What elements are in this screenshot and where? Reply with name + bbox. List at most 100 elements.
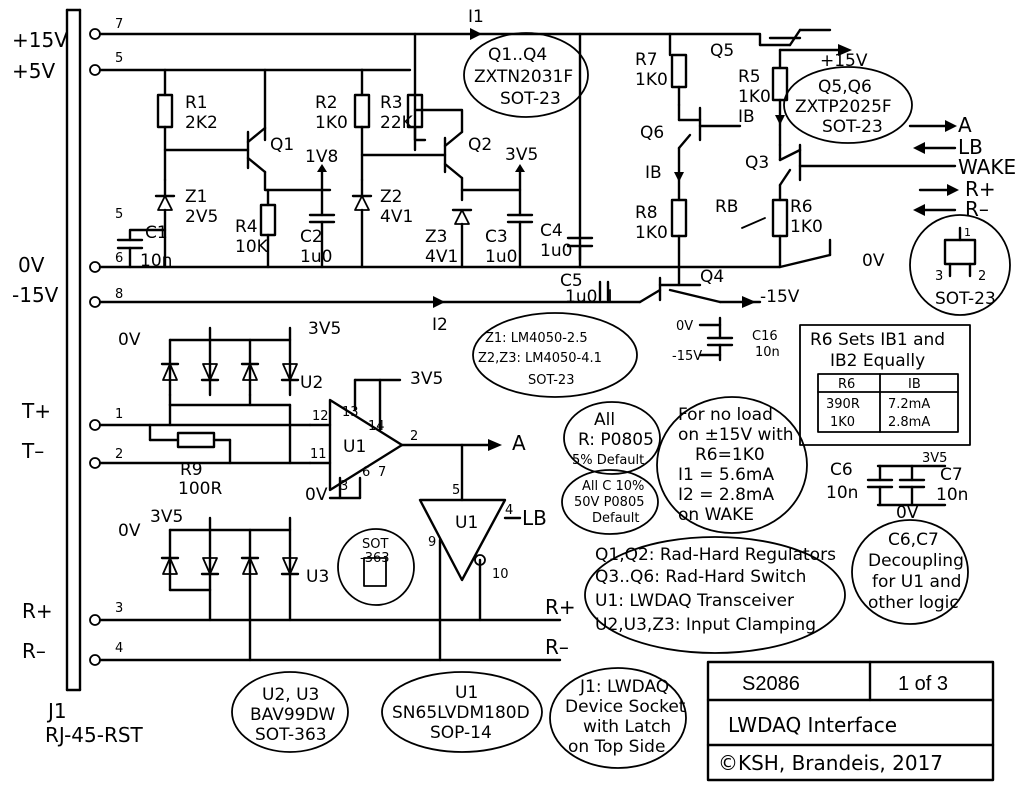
svg-text:I1: I1 bbox=[468, 7, 484, 27]
sot23-package: 1 3 2 SOT-23 bbox=[909, 214, 1011, 316]
capacitor-c4 bbox=[566, 236, 594, 269]
r3-ref: R3 bbox=[380, 93, 403, 113]
svg-text:on ±15V with: on ±15V with bbox=[678, 425, 794, 445]
capacitor-c1 bbox=[116, 228, 167, 269]
svg-text:2: 2 bbox=[410, 429, 418, 444]
q6-ref: Q6 bbox=[640, 123, 664, 143]
svg-text:with Latch: with Latch bbox=[583, 717, 671, 737]
q4-ref: Q4 bbox=[700, 267, 724, 287]
svg-text:SOT-23: SOT-23 bbox=[935, 289, 996, 309]
r2-ref: R2 bbox=[315, 93, 338, 113]
capacitor-c16 bbox=[698, 316, 734, 362]
u1-out-lb: LB bbox=[522, 506, 547, 530]
label-p5: +5V bbox=[12, 59, 55, 83]
u1-driver bbox=[418, 443, 522, 662]
title-sheet: 1 of 3 bbox=[898, 673, 948, 695]
pin-3: 3 bbox=[115, 601, 123, 616]
r8-ref: R8 bbox=[635, 203, 658, 223]
pin-4: 4 bbox=[115, 641, 123, 656]
svg-text:SOT-363: SOT-363 bbox=[255, 725, 327, 745]
r-lines bbox=[98, 618, 562, 662]
label-tm: T– bbox=[21, 439, 44, 463]
pin-8: 8 bbox=[115, 287, 123, 302]
c16-0v: 0V bbox=[676, 319, 693, 334]
transistor-q1 bbox=[163, 126, 332, 192]
label-rm: R– bbox=[22, 639, 46, 663]
label-rp: R+ bbox=[22, 599, 53, 623]
c4-ref: C4 bbox=[540, 221, 563, 241]
c7-value: 10n bbox=[936, 485, 968, 505]
label-out-p15: +15V bbox=[820, 51, 868, 71]
svg-text:on WAKE: on WAKE bbox=[678, 505, 754, 525]
z2-ref: Z2 bbox=[380, 187, 402, 207]
current-rb: RB bbox=[715, 197, 738, 217]
capacitor-c2 bbox=[308, 164, 336, 269]
svg-text:SOT-23: SOT-23 bbox=[500, 89, 561, 109]
r3-value: 22K bbox=[380, 113, 414, 133]
note-noload: For no load on ±15V with R6=1K0 I1 = 5.6… bbox=[656, 396, 808, 534]
c16-ref: C16 bbox=[752, 329, 778, 344]
svg-text:Q1..Q4: Q1..Q4 bbox=[488, 45, 547, 65]
svg-text:11: 11 bbox=[310, 447, 327, 462]
z1-value: 2V5 bbox=[185, 207, 218, 227]
note-q5q6: Q5,Q6 ZXTP2025F SOT-23 bbox=[783, 66, 913, 144]
c3-value: 1u0 bbox=[485, 247, 517, 267]
svg-text:R6=1K0: R6=1K0 bbox=[695, 445, 765, 465]
svg-text:50V P0805: 50V P0805 bbox=[574, 495, 645, 510]
svg-text:U2,U3,Z3: Input Clamping: U2,U3,Z3: Input Clamping bbox=[595, 615, 816, 635]
svg-text:6: 6 bbox=[362, 465, 370, 480]
svg-text:IB: IB bbox=[908, 377, 921, 392]
svg-text:1: 1 bbox=[964, 226, 971, 239]
u1a-ref: U1 bbox=[343, 437, 366, 457]
note-decoupling: C6,C7 Decoupling for U1 and other logic bbox=[851, 519, 969, 625]
out-rp: R+ bbox=[965, 177, 996, 201]
c2-ref: C2 bbox=[300, 227, 323, 247]
current-ib1: IB bbox=[645, 163, 662, 183]
r6-table: R6 Sets IB1 and IB2 Equally R6 IB 390R 7… bbox=[799, 324, 971, 446]
c3-ref: C3 bbox=[485, 227, 508, 247]
pin-7: 7 bbox=[115, 17, 123, 32]
svg-text:ZXTP2025F: ZXTP2025F bbox=[795, 97, 892, 117]
resistor-r7 bbox=[670, 53, 688, 107]
z1-ref: Z1 bbox=[185, 187, 207, 207]
zener-z2 bbox=[351, 178, 373, 269]
out-wake: WAKE bbox=[958, 155, 1016, 179]
j1-part: RJ-45-RST bbox=[45, 723, 144, 747]
label-p15: +15V bbox=[12, 28, 68, 52]
svg-text:U1: LWDAQ Transceiver: U1: LWDAQ Transceiver bbox=[595, 591, 794, 611]
c1-ref: C1 bbox=[145, 223, 168, 243]
svg-text:other logic: other logic bbox=[868, 593, 959, 613]
svg-text:IB2 Equally: IB2 Equally bbox=[830, 351, 925, 371]
c2-value: 1u0 bbox=[300, 247, 332, 267]
svg-text:14: 14 bbox=[368, 419, 385, 434]
note-roles: Q1,Q2: Rad-Hard Regulators Q3..Q6: Rad-H… bbox=[584, 536, 846, 654]
net-3v5-top: 3V5 bbox=[505, 145, 538, 165]
svg-text:SOP-14: SOP-14 bbox=[430, 723, 492, 743]
svg-text:U2, U3: U2, U3 bbox=[262, 685, 319, 705]
capacitor-c3 bbox=[506, 164, 534, 269]
z3-value: 4V1 bbox=[425, 247, 458, 267]
sot363-package: SOT -363 bbox=[337, 528, 415, 606]
u3-ref: U3 bbox=[306, 567, 329, 587]
svg-text:SOT-23: SOT-23 bbox=[528, 373, 574, 388]
c1-value: 10n bbox=[140, 251, 172, 271]
u2-ref: U2 bbox=[300, 373, 323, 393]
r6-ref: R6 bbox=[790, 197, 813, 217]
svg-text:For no load: For no load bbox=[678, 405, 773, 425]
svg-text:All C 10%: All C 10% bbox=[582, 479, 644, 494]
note-q1q4: Q1..Q4 ZXTN2031F SOT-23 bbox=[463, 32, 589, 118]
current-i1: I1 bbox=[468, 7, 484, 40]
r9-value: 100R bbox=[178, 479, 222, 499]
c6-value: 10n bbox=[826, 483, 858, 503]
svg-text:ZXTN2031F: ZXTN2031F bbox=[474, 67, 573, 87]
svg-text:5% Default: 5% Default bbox=[572, 453, 644, 468]
c5-ref: C5 bbox=[560, 271, 583, 291]
r1-value: 2K2 bbox=[185, 113, 218, 133]
pin-1: 1 bbox=[115, 407, 123, 422]
note-cap-default: All C 10% 50V P0805 Default bbox=[561, 469, 659, 535]
pin-2: 2 bbox=[115, 447, 123, 462]
u1-3v5: 3V5 bbox=[410, 369, 443, 389]
svg-text:10: 10 bbox=[492, 567, 509, 582]
note-zeners: Z1: LM4050-2.5 Z2,Z3: LM4050-4.1 SOT-23 bbox=[472, 312, 638, 398]
